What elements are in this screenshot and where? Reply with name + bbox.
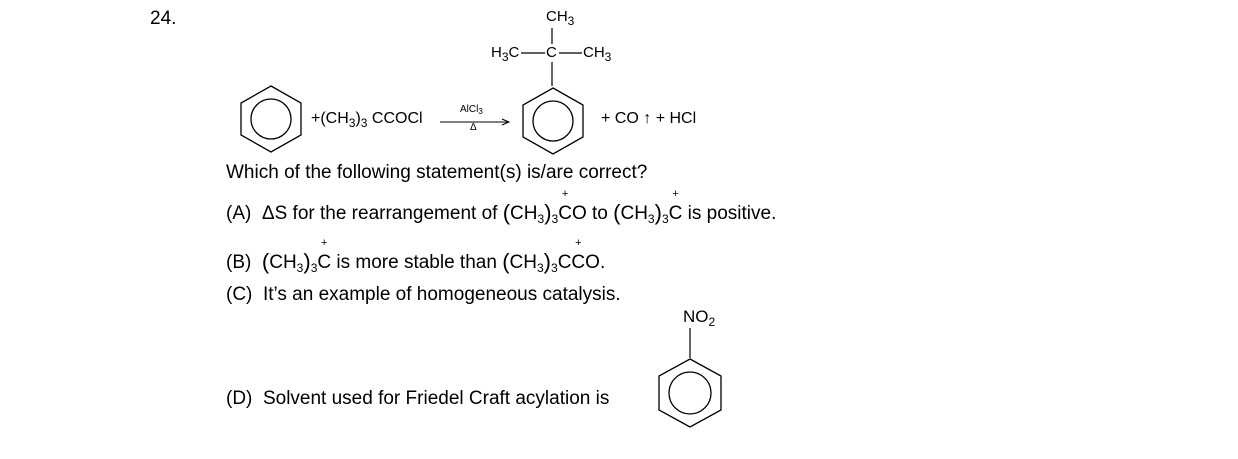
right-arrow-icon [440, 118, 511, 126]
option-b-label: (B) [226, 252, 252, 273]
species-acylium: (CH3)3C+O [502, 188, 587, 226]
option-a-text3: is positive. [687, 203, 777, 224]
option-c-label: (C) [226, 284, 253, 305]
option-b: (B) (CH3)3C+ is more stable than (CH3)3C… [226, 237, 606, 275]
nitrobenzene-bond-icon [689, 328, 691, 358]
option-c: (C) It’s an example of homogeneous catal… [226, 284, 621, 306]
option-a-text2: to [592, 203, 608, 224]
nitro-group-label: NO2 [683, 307, 716, 329]
reagent-sub: 3 [348, 116, 356, 130]
reagent-close: ) [355, 110, 361, 127]
reagent-plus: + [311, 110, 321, 127]
option-b-text1: is more stable than [336, 252, 497, 273]
reaction-arrow: AlCl3 Δ [440, 104, 512, 138]
option-c-text: It’s an example of homogeneous catalysis… [262, 284, 621, 305]
species-carbocation-b: (CH3)3C+ [261, 237, 332, 275]
reagent-tail: CCOCl [367, 110, 423, 127]
gas-arrow-icon: ↑ [643, 110, 652, 127]
question-prompt: Which of the following statement(s) is/a… [226, 162, 648, 183]
option-a: (A) ΔS for the rearrangement of (CH3)3C+… [226, 188, 777, 226]
reagent-group: (CH [320, 110, 349, 127]
reagent-formula: +(CH3)3 CCOCl [311, 110, 423, 130]
product-right-methyl: CH3 [583, 44, 612, 64]
option-d-label: (D) [226, 388, 253, 409]
option-d: (D) Solvent used for Friedel Craft acyla… [226, 388, 609, 410]
benzene-product-icon [522, 87, 584, 155]
byproducts: + CO ↑ + HCl [601, 110, 697, 127]
product-top-methyl: CH3 [546, 8, 575, 28]
product-bonds-icon [521, 28, 582, 86]
question-number: 24. [150, 8, 177, 29]
catalyst-label: AlCl3 [460, 104, 483, 116]
product-quaternary-carbon: C [546, 44, 557, 61]
species-acylium-b: (CH3)3CC+O [502, 237, 600, 275]
species-carbocation: (CH3)3C+ [613, 188, 683, 226]
option-b-text2: . [599, 252, 606, 273]
option-d-text: Solvent used for Friedel Craft acylation… [262, 388, 610, 409]
benzene-reactant-icon [240, 85, 302, 153]
reagent-sub-outer: 3 [360, 116, 368, 130]
option-a-text1: ΔS for the rearrangement of [261, 203, 498, 224]
heat-condition: Δ [470, 122, 477, 133]
option-a-label: (A) [226, 203, 252, 224]
nitrobenzene-ring-icon [658, 358, 722, 428]
product-left-methyl: H3C [491, 44, 520, 64]
